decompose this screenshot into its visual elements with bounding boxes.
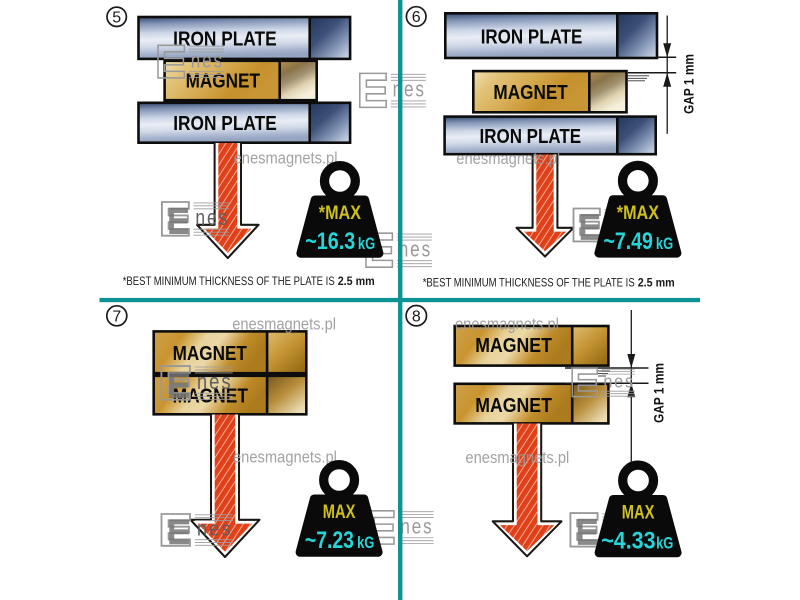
- svg-text:8: 8: [412, 308, 421, 325]
- svg-text:GAP 1 mm: GAP 1 mm: [682, 54, 697, 114]
- svg-text:*MAX: *MAX: [617, 202, 659, 224]
- svg-text:nes: nes: [399, 236, 432, 261]
- svg-text:kG: kG: [357, 533, 374, 552]
- svg-text:~4.33: ~4.33: [601, 528, 655, 555]
- svg-text:MAGNET: MAGNET: [475, 395, 552, 417]
- svg-text:IRON PLATE: IRON PLATE: [480, 126, 582, 148]
- svg-text:2.5 mm: 2.5 mm: [638, 275, 675, 289]
- svg-text:enesmagnets.pl: enesmagnets.pl: [465, 448, 569, 467]
- svg-text:nes: nes: [197, 517, 233, 540]
- svg-text:2.5 mm: 2.5 mm: [338, 274, 375, 288]
- svg-text:kG: kG: [656, 534, 673, 553]
- svg-text:*BEST MINIMUM THICKNESS OF THE: *BEST MINIMUM THICKNESS OF THE PLATE IS: [123, 274, 335, 288]
- svg-text:IRON PLATE: IRON PLATE: [481, 26, 583, 48]
- svg-text:enesmagnets.pl: enesmagnets.pl: [233, 448, 337, 467]
- svg-text:MAGNET: MAGNET: [173, 343, 247, 365]
- svg-text:nes: nes: [195, 205, 229, 230]
- svg-text:6: 6: [412, 9, 421, 26]
- svg-text:IRON PLATE: IRON PLATE: [173, 113, 277, 135]
- svg-text:*MAX: *MAX: [319, 202, 361, 224]
- svg-text:nes: nes: [393, 77, 426, 102]
- svg-text:7: 7: [112, 309, 121, 326]
- svg-text:5: 5: [112, 10, 121, 27]
- svg-text:enesmagnets.pl: enesmagnets.pl: [234, 148, 338, 167]
- svg-text:~7.49: ~7.49: [603, 228, 653, 255]
- svg-text:kG: kG: [358, 234, 375, 253]
- svg-text:IRON PLATE: IRON PLATE: [173, 28, 277, 50]
- svg-text:nes: nes: [603, 372, 635, 392]
- svg-text:MAGNET: MAGNET: [475, 335, 552, 357]
- svg-text:~7.23: ~7.23: [305, 527, 354, 554]
- svg-text:enesmagnets.pl: enesmagnets.pl: [455, 315, 559, 334]
- svg-text:enesmagnets.pl: enesmagnets.pl: [456, 149, 560, 168]
- svg-text:*BEST MINIMUM THICKNESS OF THE: *BEST MINIMUM THICKNESS OF THE PLATE IS: [423, 275, 635, 289]
- svg-text:GAP 1 mm: GAP 1 mm: [652, 363, 667, 423]
- svg-text:MAX: MAX: [622, 502, 655, 524]
- svg-text:enesmagnets.pl: enesmagnets.pl: [232, 315, 336, 334]
- svg-text:MAGNET: MAGNET: [186, 71, 260, 93]
- svg-text:MAGNET: MAGNET: [493, 82, 567, 104]
- svg-text:~16.3: ~16.3: [305, 228, 355, 255]
- svg-text:MAX: MAX: [323, 501, 356, 523]
- svg-text:kG: kG: [656, 234, 673, 253]
